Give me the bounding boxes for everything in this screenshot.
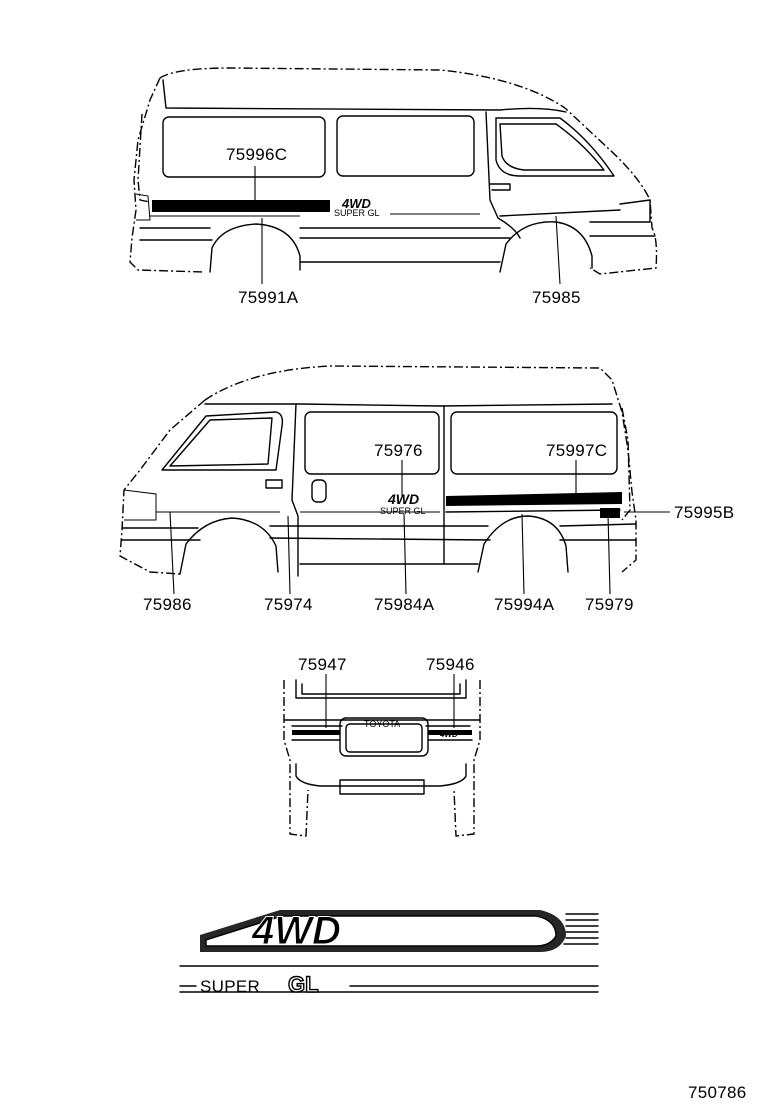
part-label-75947: 75947 xyxy=(298,655,347,674)
part-label-75979: 75979 xyxy=(585,595,634,614)
decal-detail: 4WD SUPER GL xyxy=(179,909,599,998)
part-label-75986: 75986 xyxy=(143,595,192,614)
part-label-75976: 75976 xyxy=(374,441,423,460)
part-label-75996c: 75996C xyxy=(226,145,287,164)
part-label-75984a: 75984A xyxy=(374,595,435,614)
gl-decal: GL xyxy=(288,972,319,997)
super-gl-badge-left: SUPER GL xyxy=(380,506,426,516)
four-wd-decal: 4WD xyxy=(251,909,341,953)
diagram-id: 750786 xyxy=(688,1083,747,1102)
part-label-75995b: 75995B xyxy=(674,503,734,522)
four-wd-badge-small: 4WD xyxy=(341,196,372,211)
part-label-75974: 75974 xyxy=(264,595,313,614)
part-label-75994a: 75994A xyxy=(494,595,555,614)
part-label-75985: 75985 xyxy=(532,288,581,307)
super-gl-badge-small: SUPER GL xyxy=(334,208,380,218)
van-right-side-view: 4WD SUPER GL 75996C 75991A 75985 xyxy=(129,67,658,307)
van-rear-view: TOYOTA 4WD 75947 75946 xyxy=(283,655,481,837)
part-label-75997c: 75997C xyxy=(546,441,607,460)
van-left-side-view: 4WD SUPER GL 75976 75997C 75995B 75986 7… xyxy=(119,365,734,614)
toyota-emblem: TOYOTA xyxy=(364,719,400,729)
super-decal: SUPER xyxy=(200,977,260,996)
four-wd-badge-left: 4WD xyxy=(387,491,419,507)
part-label-75991a: 75991A xyxy=(238,288,299,307)
part-label-75946: 75946 xyxy=(426,655,475,674)
